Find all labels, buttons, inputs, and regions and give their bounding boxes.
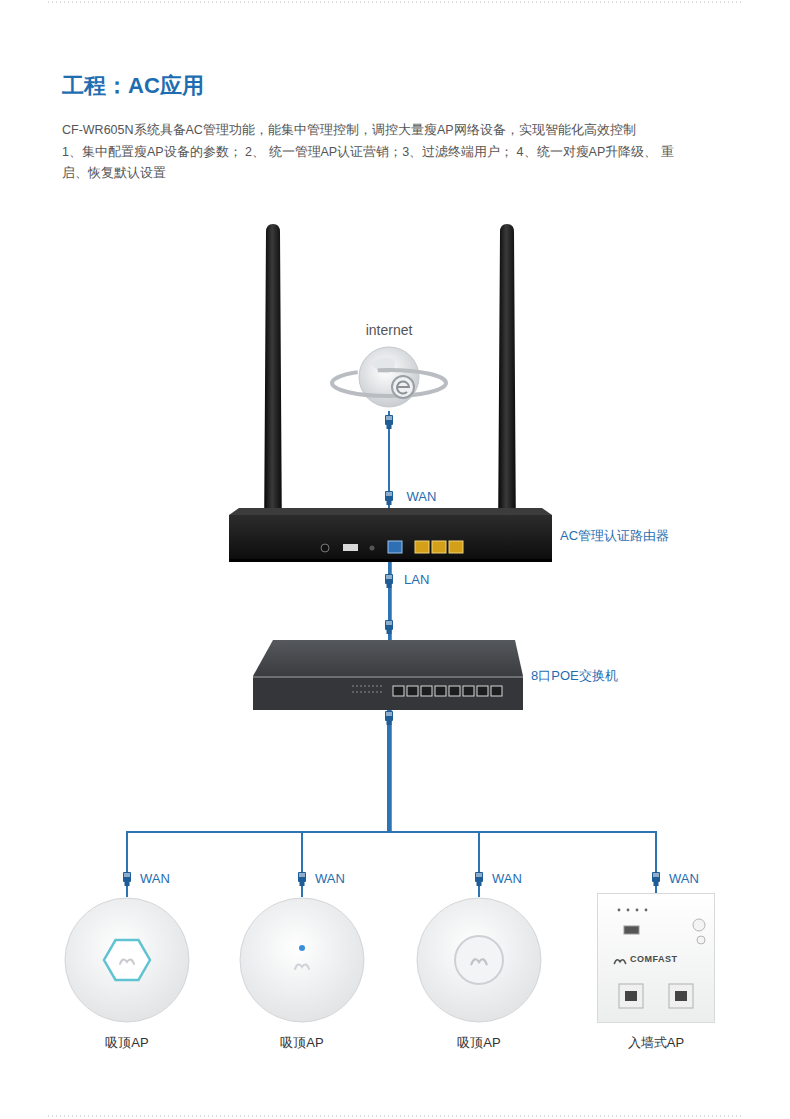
internet-cloud-art	[329, 341, 449, 411]
wall-ap-art	[597, 893, 715, 1023]
ceiling-ap: 吸顶AP	[239, 897, 365, 1023]
device-label: 入墙式AP	[628, 1035, 684, 1050]
page-title: 工程：AC应用	[62, 71, 204, 101]
device-label: 吸顶AP	[280, 1035, 323, 1050]
device-label: 吸顶AP	[105, 1035, 148, 1050]
label-holder: 8口POE交换机	[531, 666, 618, 685]
plug-icon	[123, 872, 131, 886]
device-label: 8口POE交换机	[531, 668, 618, 683]
antenna	[498, 224, 516, 545]
plug-icon	[385, 574, 393, 588]
antenna	[264, 224, 282, 545]
feature-list: 1、集中配置瘦AP设备的参数； 2、 统一管理AP认证营销；3、过滤终端用户； …	[62, 142, 687, 184]
label-holder: 吸顶AP	[44, 1033, 210, 1052]
label-holder: AC管理认证路由器	[560, 526, 669, 545]
network-cable	[388, 710, 656, 893]
poe-switch-art	[253, 640, 523, 710]
dotted-rule	[48, 2, 742, 3]
ceiling-ap-art	[64, 897, 190, 1023]
port-label: WAN	[313, 871, 347, 887]
network-cable	[127, 710, 388, 897]
ceiling-ap-art	[239, 897, 365, 1023]
wall-ap: 入墙式AP	[597, 893, 715, 1023]
label-holder: 入墙式AP	[577, 1033, 735, 1052]
device-label: internet	[366, 322, 413, 338]
network-cable	[302, 710, 388, 897]
port-label: WAN	[667, 871, 701, 887]
ceiling-ap: 吸顶AP	[64, 897, 190, 1023]
label-holder: 吸顶AP	[219, 1033, 385, 1052]
port-label: WAN	[490, 871, 524, 887]
ceiling-ap: 吸顶AP	[416, 897, 542, 1023]
plug-icon	[652, 872, 660, 886]
network-cable	[388, 710, 479, 897]
internet-cloud: internet	[329, 341, 449, 411]
label-holder: 吸顶AP	[396, 1033, 562, 1052]
device-label: 吸顶AP	[457, 1035, 500, 1050]
router-device: AC管理认证路由器	[229, 508, 552, 562]
dotted-rule	[48, 1116, 742, 1117]
plug-icon	[475, 872, 483, 886]
plug-icon	[298, 872, 306, 886]
port-label: WAN	[138, 871, 172, 887]
poe-switch: 8口POE交换机	[253, 640, 523, 710]
device-label: AC管理认证路由器	[560, 528, 669, 543]
label-holder: internet	[329, 321, 449, 339]
plug-icon	[385, 620, 393, 634]
plug-icon	[385, 491, 393, 505]
plug-icon	[385, 711, 393, 725]
port-label: LAN	[402, 572, 431, 588]
description-text: CF-WR605N系统具备AC管理功能，能集中管理控制，调控大量瘦AP网络设备，…	[62, 120, 702, 141]
plug-icon	[385, 415, 393, 429]
ceiling-ap-art	[416, 897, 542, 1023]
router-device-art	[229, 508, 552, 562]
port-label: WAN	[405, 489, 439, 505]
